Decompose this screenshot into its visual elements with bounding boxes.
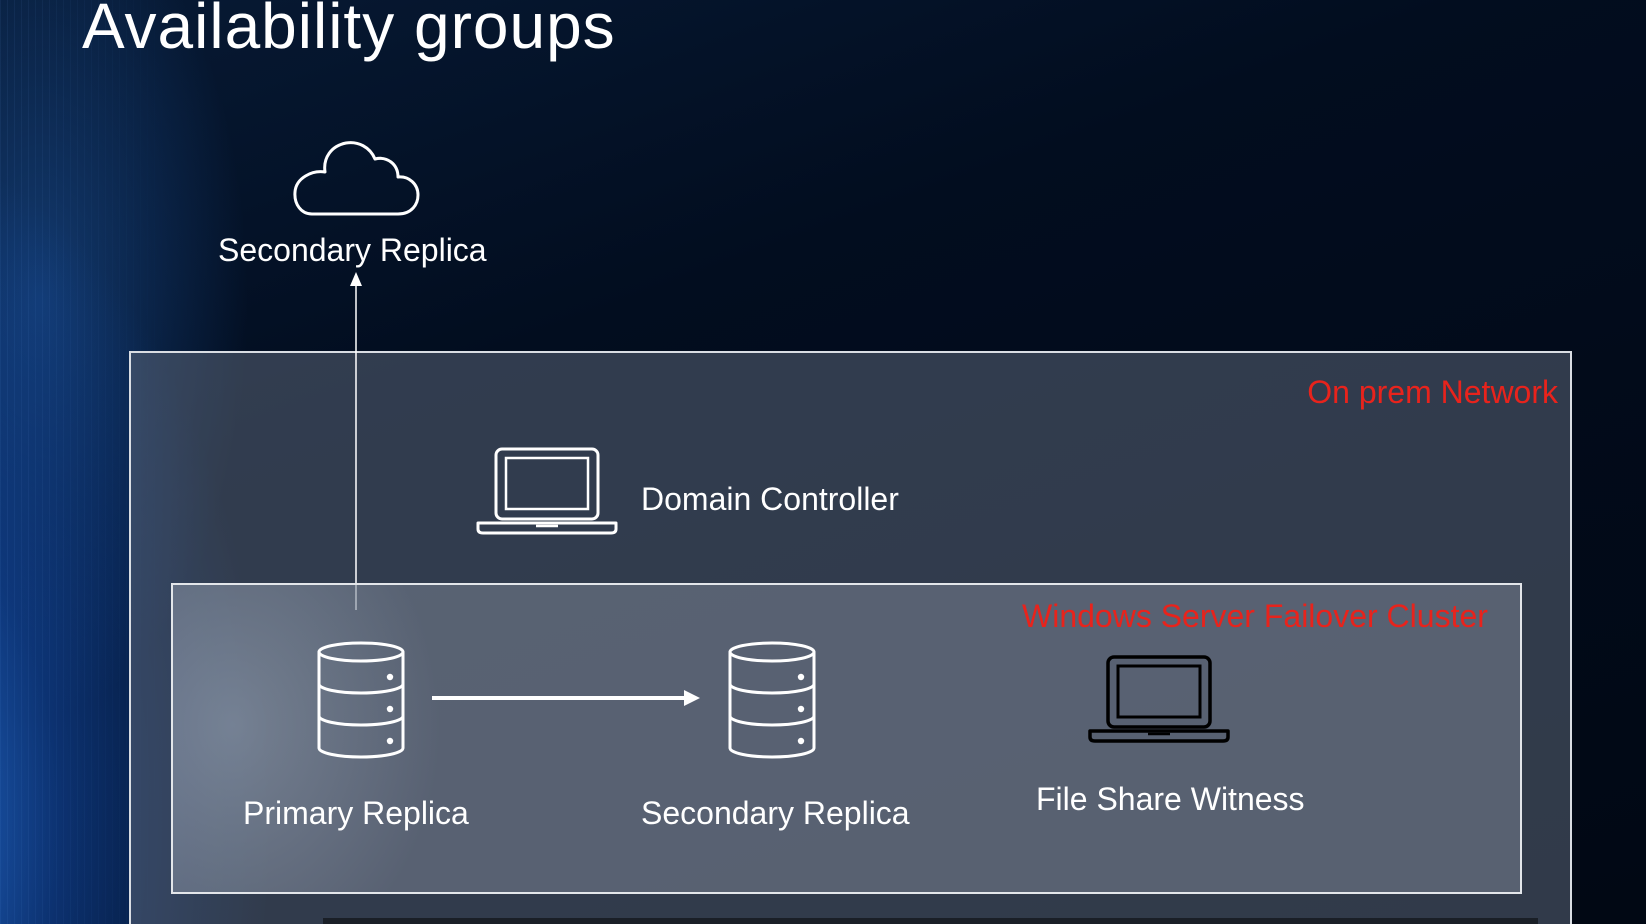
database-icon <box>317 641 405 759</box>
secondary-replica-label: Secondary Replica <box>641 795 910 831</box>
slide-title: Availability groups <box>82 0 616 62</box>
file-share-witness-label: File Share Witness <box>1036 781 1305 817</box>
on-prem-network-label: On prem Network <box>1307 374 1558 410</box>
replication-to-cloud-arrow <box>350 272 362 610</box>
bottom-bar <box>323 918 1538 924</box>
laptop-icon <box>476 447 618 535</box>
cloud-icon <box>293 141 420 216</box>
cloud-replica-label: Secondary Replica <box>218 232 487 268</box>
replication-arrow <box>432 690 700 706</box>
laptop-icon <box>1088 655 1230 743</box>
failover-cluster-region <box>171 583 1522 894</box>
failover-cluster-label: Windows Server Failover Cluster <box>1022 598 1488 634</box>
database-icon <box>728 641 816 759</box>
domain-controller-label: Domain Controller <box>641 481 899 517</box>
primary-replica-label: Primary Replica <box>243 795 469 831</box>
